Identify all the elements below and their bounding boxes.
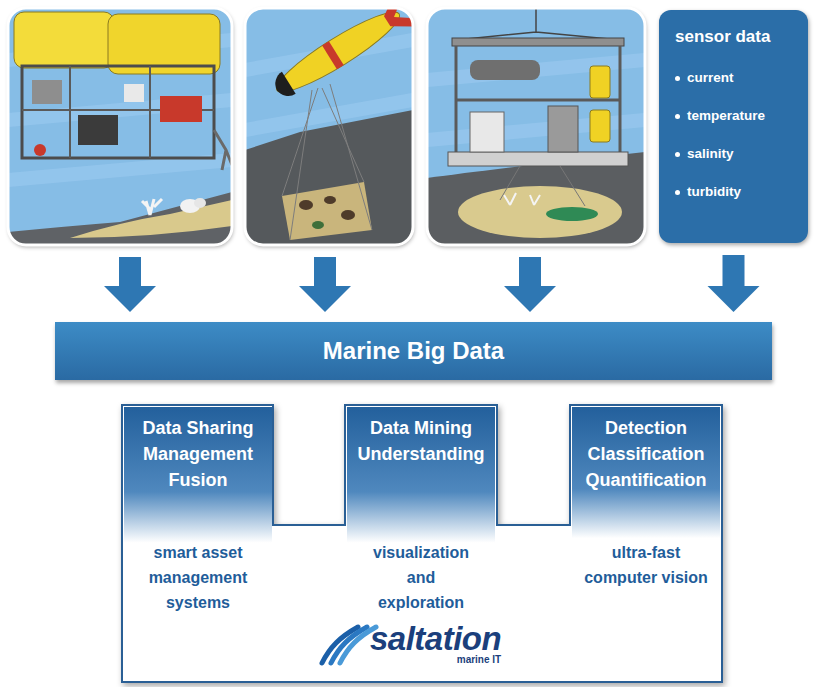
auv-scene	[270, 8, 407, 102]
rov-scene	[8, 192, 232, 245]
sensor-heading: sensor data	[675, 26, 798, 48]
flow-arrow	[708, 255, 760, 312]
rov-scene	[8, 12, 232, 245]
lander-frame-border	[427, 8, 645, 245]
rov-scene	[142, 199, 162, 215]
sensor-item-text: temperature	[687, 106, 765, 126]
lander-scene	[590, 66, 610, 98]
frame-outline-path	[122, 405, 722, 682]
sensor-item: current	[675, 68, 798, 88]
sensor-item: turbidity	[675, 182, 798, 202]
logo-wordmark: saltation	[370, 621, 501, 657]
auv-panel	[245, 8, 413, 245]
auv-panel	[245, 8, 413, 245]
auv-scene	[299, 200, 313, 210]
tab-heading: Detection Classification Quantification	[576, 415, 716, 493]
capability-tab: Data Sharing Management Fusion smart asse…	[124, 407, 272, 619]
lander-panel	[427, 8, 645, 245]
rov-scene	[160, 96, 202, 122]
auv-scene	[282, 84, 372, 240]
lander-scene	[590, 110, 610, 142]
rov-scene	[124, 84, 144, 102]
auv-scene	[324, 196, 336, 204]
rov-scene	[70, 200, 232, 238]
lander-scene	[548, 106, 578, 152]
auv-scene	[270, 72, 296, 101]
capability-tab: Detection Classification Quantification u…	[572, 407, 720, 612]
auv-scene	[245, 110, 413, 245]
platform-frame: saltationmarine IT Data Sharing Managemen…	[122, 405, 722, 682]
rov-scene	[22, 66, 214, 158]
lander-scene	[452, 38, 624, 46]
lander-scene	[470, 60, 540, 80]
band-title: Marine Big Data	[323, 336, 504, 366]
auv-scene	[266, 8, 413, 107]
rov-scene	[22, 66, 214, 158]
logo: saltationmarine IT	[370, 621, 501, 666]
auv-frame-border	[245, 8, 413, 245]
rov-scene	[34, 144, 46, 156]
sensor-item-text: current	[687, 68, 734, 88]
sensor-item: salinity	[675, 144, 798, 164]
flow-arrow	[104, 257, 556, 312]
lander-scene	[456, 46, 620, 160]
rov-scene	[14, 12, 114, 68]
bullet-dot	[675, 152, 680, 157]
lander-scene	[456, 8, 620, 40]
tab-body: ultra-fast computer vision	[580, 540, 712, 590]
lander-scene	[504, 193, 540, 205]
lander-scene	[427, 152, 645, 245]
sensor-box: sensor data current temperature salinity tur…	[659, 10, 808, 243]
rov-panel	[8, 8, 232, 245]
sensor-item-text: salinity	[687, 144, 734, 164]
rov-scene	[32, 80, 62, 104]
auv-scene	[341, 210, 355, 220]
rov-panel	[8, 8, 232, 245]
auv-scene	[245, 8, 413, 245]
lander-frame-border	[427, 8, 645, 245]
flow-arrow	[104, 257, 156, 312]
sensor-item: temperature	[675, 106, 798, 126]
flow-arrow	[299, 257, 351, 312]
lander-scene	[448, 152, 628, 166]
data-band: Marine Big Data	[55, 322, 772, 380]
logo-icon	[322, 627, 376, 663]
auv-scene	[322, 41, 344, 69]
auv-scene	[282, 182, 372, 240]
rov-scene	[78, 115, 118, 145]
bullet-dot	[675, 190, 680, 195]
capability-tab: Data Mining Understanding visualization a…	[347, 407, 495, 619]
tab-body: visualization and exploration	[366, 540, 476, 615]
lander-scene	[500, 166, 585, 206]
tab-heading: Data Sharing Management Fusion	[128, 415, 268, 493]
lander-scene	[427, 8, 645, 245]
rov-frame-border	[8, 8, 232, 245]
bullet-dot	[675, 114, 680, 119]
sensor-item-text: turbidity	[687, 182, 741, 202]
lander-scene	[546, 207, 598, 221]
tab-body: smart asset management systems	[141, 540, 256, 615]
auv-frame-border	[245, 8, 413, 245]
tab-heading: Data Mining Understanding	[351, 415, 491, 467]
flow-arrow	[504, 257, 556, 312]
lander-scene	[470, 112, 504, 152]
rov-frame-border	[8, 8, 232, 245]
rov-scene	[214, 130, 232, 170]
lander-scene	[458, 186, 622, 238]
logo-tagline: marine IT	[370, 654, 501, 666]
auv-scene	[312, 221, 324, 229]
lander-panel	[427, 8, 645, 245]
rov-scene	[194, 198, 206, 208]
bullet-dot	[675, 76, 680, 81]
